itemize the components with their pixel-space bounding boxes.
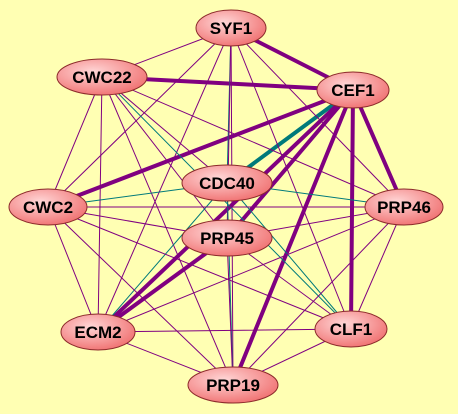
node-label: CWC22: [72, 68, 132, 87]
edge-cef1-prp46: [351, 88, 406, 209]
node-shape: [60, 313, 136, 351]
node-prp46[interactable]: PRP46: [364, 188, 444, 226]
node-cwc22[interactable]: CWC22: [56, 58, 148, 96]
node-label: PRP46: [377, 198, 431, 217]
node-ecm2[interactable]: ECM2: [60, 313, 136, 351]
edge-cdc40-clf1: [226, 182, 352, 330]
node-label: PRP45: [200, 229, 254, 248]
edge-cef1-prp45: [225, 88, 355, 240]
edge-cdc40-ecm2: [97, 182, 228, 333]
edge-ecm2-clf1: [97, 328, 352, 333]
node-shape: [181, 219, 273, 257]
node-label: CLF1: [330, 320, 373, 339]
edge-cwc22-clf1: [101, 76, 352, 330]
node-prp45[interactable]: PRP45: [181, 219, 273, 257]
node-cwc2[interactable]: CWC2: [8, 188, 88, 226]
node-cef1[interactable]: CEF1: [316, 71, 390, 109]
edges-layer: [46, 26, 406, 387]
edge-cef1-prp19: [231, 88, 355, 387]
node-shape: [8, 188, 88, 226]
edge-syf1-cwc2: [47, 27, 232, 208]
node-shape: [181, 164, 273, 202]
edge-cef1-ecm2: [96, 88, 355, 334]
edge-syf1-ecm2: [97, 27, 232, 333]
node-label: CEF1: [331, 81, 374, 100]
edge-cwc2-prp19: [47, 206, 234, 386]
edge-syf1-prp46: [230, 27, 405, 208]
edge-cef1-clf1: [349, 88, 355, 331]
edge-cef1-cwc2: [46, 88, 355, 209]
edge-cwc22-ecm2: [97, 76, 103, 333]
edge-cwc22-prp45: [101, 76, 228, 239]
edge-cwc22-prp46: [101, 76, 405, 208]
node-shape: [314, 310, 388, 348]
edge-cwc22-prp19: [101, 76, 234, 386]
node-shape: [195, 9, 267, 47]
node-shape: [364, 188, 444, 226]
node-clf1[interactable]: CLF1: [314, 310, 388, 348]
edge-prp46-clf1: [350, 206, 405, 330]
node-label: ECM2: [74, 323, 121, 342]
edge-cwc22-cwc2: [47, 76, 103, 208]
node-label: SYF1: [210, 19, 253, 38]
node-shape: [187, 366, 279, 404]
edge-cwc2-clf1: [47, 206, 352, 330]
edge-prp46-prp19: [232, 206, 405, 386]
node-label: CDC40: [199, 174, 255, 193]
edge-syf1-clf1: [230, 27, 352, 330]
node-shape: [56, 58, 148, 96]
node-cdc40[interactable]: CDC40: [181, 164, 273, 202]
node-syf1[interactable]: SYF1: [195, 9, 267, 47]
node-label: CWC2: [23, 198, 73, 217]
node-prp19[interactable]: PRP19: [187, 366, 279, 404]
edge-cwc22-cdc40: [101, 76, 228, 184]
edge-cwc2-ecm2: [47, 206, 99, 333]
edge-prp46-ecm2: [97, 206, 405, 333]
node-shape: [316, 71, 390, 109]
node-label: PRP19: [206, 376, 260, 395]
edge-prp45-prp19: [226, 237, 234, 386]
